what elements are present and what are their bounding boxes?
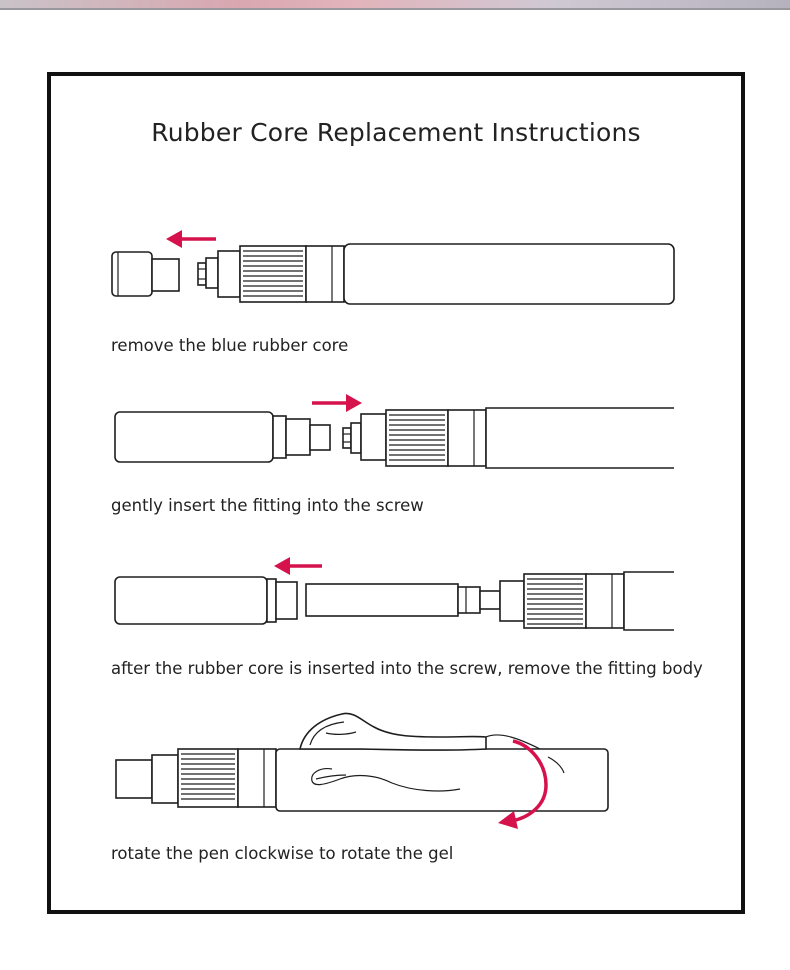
step-1-caption: remove the blue rubber core [111,336,349,355]
pen-tip-fitting [499,580,525,622]
pen-body [305,243,675,305]
page-title: Rubber Core Replacement Instructions [151,118,641,147]
pen-body [237,748,609,812]
top-decorative-strip [0,0,790,8]
pen-tip-fitting [342,413,387,461]
fitting-body [114,576,298,625]
knurled-screw [239,245,307,303]
fitting-body [114,411,331,463]
instruction-frame [47,72,745,914]
step-4-caption: rotate the pen clockwise to rotate the g… [111,844,454,863]
knurled-screw [385,409,449,467]
step-3-illustration [114,557,674,631]
pen-body [447,407,674,469]
top-decorative-line [0,8,790,10]
knurled-screw [523,573,587,629]
rotate-clockwise-icon [498,739,548,829]
rubber-core [305,583,501,617]
arrow-left-icon [166,230,216,248]
pen-cap-end [115,754,179,804]
step-4-illustration [115,712,609,829]
pen-body [585,571,674,631]
arrow-left-icon [274,557,322,575]
knurled-screw [177,748,239,808]
pen-tip-fitting [197,250,241,298]
hand-icon [299,712,565,792]
step-3-caption: after the rubber core is inserted into t… [111,659,703,678]
step-2-caption: gently insert the fitting into the screw [111,496,424,515]
step-2-illustration [114,394,674,469]
rubber-core-cap [111,251,180,297]
step-1-illustration [111,230,675,305]
arrow-right-icon [312,394,362,412]
